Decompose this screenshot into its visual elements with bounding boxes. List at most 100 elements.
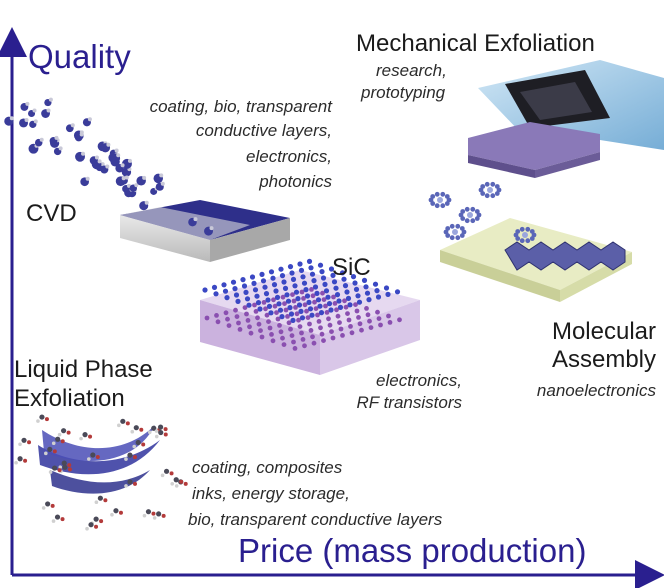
sic-atom-side [387,320,393,325]
molecule-core [437,197,443,203]
sic-atom-side [258,328,263,333]
sic-atom-side [299,330,304,336]
solvent-atom [17,456,23,462]
solvent-atom [93,516,99,522]
sic-atom-top [279,314,285,320]
sic-atom-top [355,293,361,299]
sic-atom-side [248,330,254,336]
cvd-particle-highlight [114,148,119,153]
sic-label: SiC [332,254,371,281]
sic-atom-top [330,272,336,278]
sic-atom-side [225,316,230,322]
cvd-particle-highlight [81,151,86,156]
sic-atom-top [240,277,246,283]
sic-atom-side [321,297,327,302]
sic-atom-top [315,297,322,303]
sic-atom-top [211,284,218,290]
sic-atom-side [368,325,374,330]
sic-atom-side [343,304,349,310]
sic-atom-top [298,308,304,314]
solvent-atom [127,452,133,458]
solvent-atom [97,495,103,501]
solvent-atom [21,437,27,443]
sic-atom-side [263,306,268,312]
sic-atom-top [259,271,265,277]
cvd-particle-highlight [193,217,198,222]
sic-atom-side [286,320,292,326]
sic-atom-top [394,289,401,295]
mechanical-exfoliation-label: Mechanical Exfoliation [356,30,595,57]
cvd-particle-highlight [120,163,125,168]
molecule-atom [494,191,500,196]
molecule-atom [460,209,466,214]
molecule-atom [519,238,525,244]
molecular-apps: nanoelectronics [536,381,656,400]
cvd-particle-highlight [106,142,111,147]
cvd-particle-highlight [9,116,14,121]
solvent-atom [135,439,141,446]
solvent-atom-light [36,419,40,423]
sic-atom-top [319,269,325,275]
cvd-particle-highlight [32,108,37,113]
solvent-atom-red [163,427,168,432]
sic-atom-top [241,283,248,289]
sic-atom-top [232,286,238,292]
molecule-atom [449,235,455,241]
sic-atom-top [383,285,390,291]
sic-atom-side [316,319,322,324]
sic-atom-side [255,315,260,321]
solvent-atom [158,429,164,436]
cvd-particle-highlight [97,159,102,164]
sic-atom-top [322,281,328,287]
cvd-particle-highlight [33,119,38,124]
sic-atom-top [213,291,219,297]
cvd-particle-highlight [144,200,149,205]
sic-atom-side [326,316,331,322]
sic-atom-side [271,297,276,303]
sic-atom-top [352,280,358,286]
cvd-apps-line-1: coating, bio, transparent [149,97,332,116]
molecule-core [467,212,473,218]
sic-atom-side [323,303,328,309]
molecule-atom [470,206,476,212]
sic-atom-side [310,293,316,299]
sic-atom-top [372,281,379,287]
solvent-atom-light [124,457,128,461]
sic-apps-line-2: RF transistors [356,393,463,412]
molecule-atom [525,226,531,232]
sic-atom-top [285,298,292,304]
sic-atom-side [289,333,295,338]
molecule-core [522,232,528,238]
molecule-atom [445,226,451,231]
sic-atom-top [375,294,382,300]
cvd-apps-line-2: conductive layers, [195,121,332,140]
sic-atom-side [280,335,285,341]
sic-atom-top [325,294,331,300]
cvd-particle-highlight [159,173,164,178]
molecule-atom [464,218,470,224]
solvent-atom [151,425,157,431]
sic-atom-side [327,322,333,328]
solvent-atom-light [174,484,179,488]
solvent-atom-red [94,524,99,529]
cvd-illustration [4,97,290,262]
solvent-atom-red [161,513,166,518]
sic-atom-top [350,274,357,280]
solvent-atom [45,501,51,507]
sic-atom-side [242,305,248,310]
molecule-core [487,187,493,193]
sic-atom-side [376,316,382,321]
x-axis-title: Price (mass production) [238,532,587,569]
sic-atom-top [249,274,256,280]
sic-atom-side [332,301,338,306]
solvent-atom [60,428,67,434]
sic-atom-top [276,301,282,307]
solvent-atom-light [44,451,48,456]
sic-atom-side [281,342,287,347]
sic-atom-top [221,282,227,288]
sic-atom-top [298,267,305,273]
sic-atom-top [290,276,297,282]
solvent-atom-light [51,441,56,446]
sic-atom-side [204,315,210,321]
